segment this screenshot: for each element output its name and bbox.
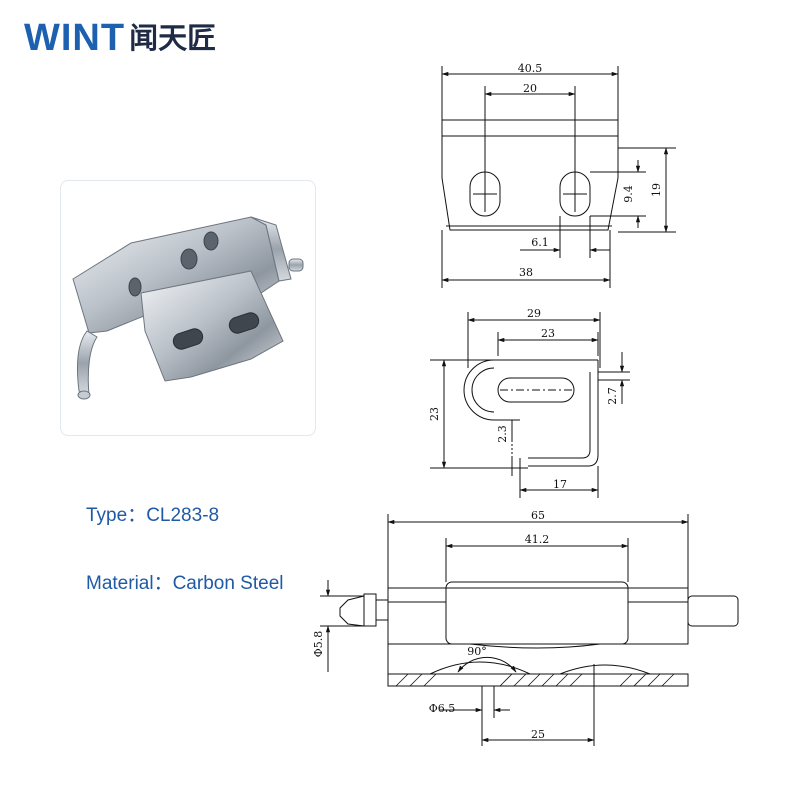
spec-material-value: Carbon Steel [172, 573, 284, 594]
dim-side-inner-width: 23 [541, 327, 555, 340]
dim-slot-spacing: 20 [523, 82, 537, 95]
dim-base-width: 38 [519, 266, 533, 279]
spec-material: Material：Carbon Steel [86, 568, 283, 595]
dim-barrel-length: 41.2 [525, 533, 550, 546]
dim-pin-diameter: Φ5.8 [312, 631, 325, 658]
dim-overall-width: 40.5 [518, 62, 543, 75]
spec-type: Type：CL283-8 [86, 500, 219, 527]
dim-slot-width: 6.1 [531, 236, 549, 249]
dim-height: 19 [650, 183, 663, 197]
logo-wordmark: WINT [24, 17, 126, 59]
dim-side-height: 23 [428, 407, 441, 421]
brand-logo: WINT 闻天匠 [24, 18, 216, 58]
spec-type-label: Type： [86, 505, 147, 526]
side-view [430, 312, 630, 498]
hinge-illustration [72, 216, 304, 400]
dim-side-width: 29 [527, 307, 541, 320]
spec-type-value: CL283-8 [146, 505, 220, 526]
dim-hole-spacing: 25 [531, 728, 545, 741]
logo-chinese-name: 闻天匠 [129, 20, 217, 55]
dim-angle: 90° [467, 645, 487, 658]
front-view [320, 514, 739, 746]
spec-material-label: Material： [86, 573, 173, 594]
dim-side-gap: 2.3 [496, 425, 509, 443]
dim-side-leg: 17 [553, 478, 567, 491]
dim-hole-diameter: Φ6.5 [429, 702, 456, 715]
top-view [441, 66, 676, 288]
product-photo [60, 180, 316, 436]
dim-side-thickness: 2.7 [606, 387, 619, 405]
dim-slot-height: 9.4 [622, 185, 635, 203]
dim-overall-length: 65 [531, 509, 545, 522]
